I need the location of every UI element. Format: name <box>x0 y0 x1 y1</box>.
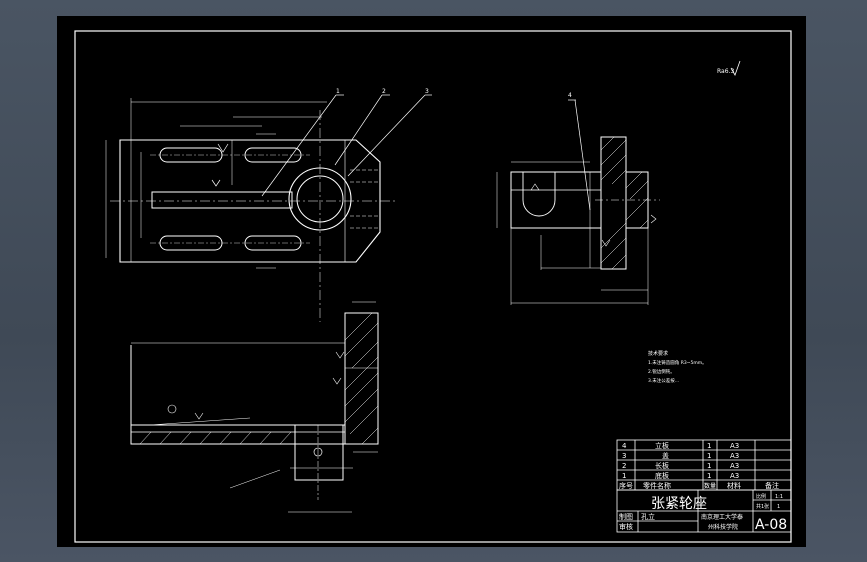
svg-text:1: 1 <box>777 504 780 510</box>
drawing-sheet <box>57 16 806 547</box>
svg-text:1: 1 <box>707 472 711 480</box>
svg-text:2: 2 <box>622 462 626 470</box>
svg-text:孔立: 孔立 <box>641 512 655 521</box>
svg-text:材料: 材料 <box>727 481 741 490</box>
svg-text:制图: 制图 <box>619 512 633 521</box>
svg-text:零件名称: 零件名称 <box>643 481 671 490</box>
svg-text:数量: 数量 <box>704 482 716 490</box>
side-view <box>496 99 660 305</box>
roughness-mark: Ra6.3 <box>717 60 741 76</box>
svg-text:州科技学院: 州科技学院 <box>708 523 738 531</box>
svg-text:3: 3 <box>622 452 626 460</box>
note-line-3: 3.未注公差按... <box>648 377 679 384</box>
svg-text:A3: A3 <box>730 462 739 470</box>
drawing-number: A-08 <box>755 517 787 533</box>
svg-text:共1张: 共1张 <box>756 503 769 510</box>
svg-text:立板: 立板 <box>655 441 669 450</box>
part-label-4: 4 <box>568 92 572 99</box>
drawing-title: 张紧轮座 <box>651 496 707 512</box>
svg-text:1: 1 <box>707 462 711 470</box>
note-line-1: 1.未注铸造圆角 R3~5mm。 <box>648 359 707 366</box>
notes-heading: 技术要求 <box>648 350 668 357</box>
svg-text:比例: 比例 <box>756 493 766 500</box>
svg-text:审核: 审核 <box>619 522 633 531</box>
svg-text:A3: A3 <box>730 472 739 480</box>
svg-text:4: 4 <box>622 442 627 450</box>
technical-notes: 技术要求 1.未注铸造圆角 R3~5mm。 2.锐边倒钝。 3.未注公差按... <box>648 350 707 384</box>
top-view <box>105 94 432 322</box>
note-line-2: 2.锐边倒钝。 <box>648 368 675 375</box>
svg-text:备注: 备注 <box>765 481 779 490</box>
svg-text:长板: 长板 <box>655 461 669 470</box>
title-block-text: 张紧轮座 制图 孔立 审核 南京理工大学泰 州科技学院 A-08 比例 1:1 … <box>619 493 787 533</box>
bom-rows: 4 立板 1 A3 3 盖 1 A3 2 长板 1 A3 1 底板 1 A3 序… <box>619 441 779 490</box>
front-section-view <box>130 301 379 513</box>
part-label-3: 3 <box>425 88 429 95</box>
svg-text:Ra6.3: Ra6.3 <box>717 68 734 75</box>
drawing-border <box>74 30 792 543</box>
svg-text:1:1: 1:1 <box>775 494 783 500</box>
svg-text:底板: 底板 <box>655 471 669 480</box>
side-view-hatch <box>600 136 649 270</box>
svg-text:南京理工大学泰: 南京理工大学泰 <box>701 513 743 521</box>
title-block <box>616 489 792 533</box>
svg-text:盖: 盖 <box>662 451 669 460</box>
part-label-1: 1 <box>336 88 340 95</box>
part-label-2: 2 <box>382 88 386 95</box>
svg-text:1: 1 <box>622 472 626 480</box>
front-section-hatch <box>139 312 379 445</box>
svg-text:1: 1 <box>707 442 711 450</box>
svg-text:序号: 序号 <box>619 481 633 490</box>
bill-of-materials <box>616 439 792 491</box>
svg-text:1: 1 <box>707 452 711 460</box>
svg-text:A3: A3 <box>730 452 739 460</box>
svg-text:A3: A3 <box>730 442 739 450</box>
